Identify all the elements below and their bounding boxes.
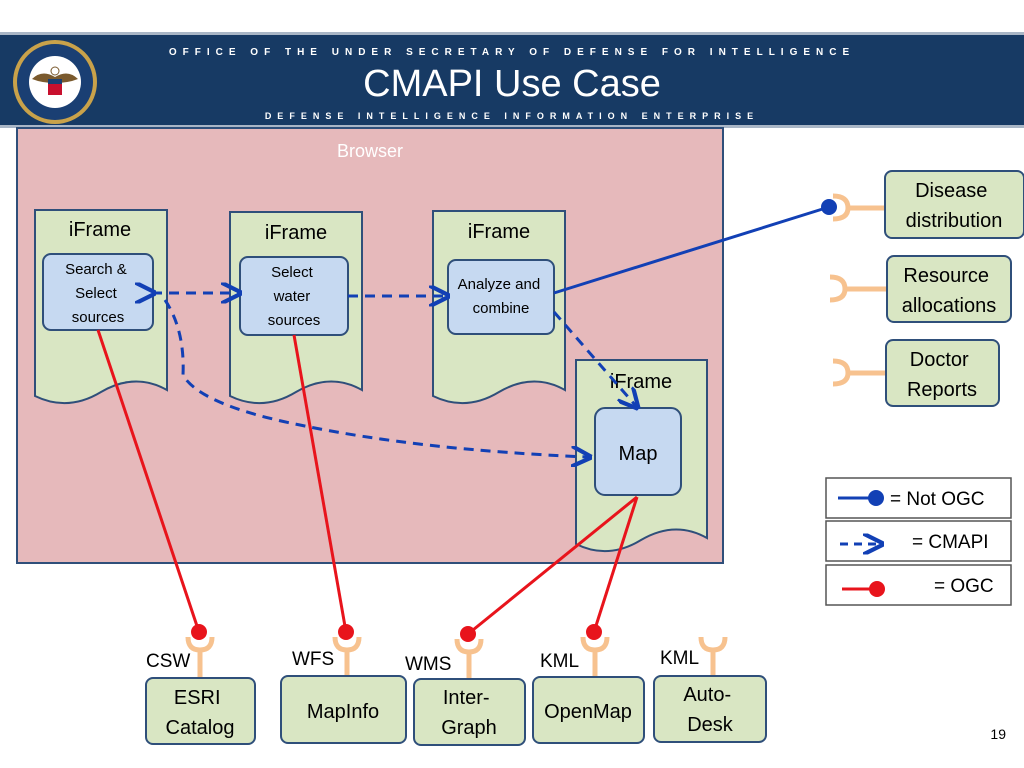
- legend-not-ogc: = Not OGC: [825, 477, 1012, 519]
- widget-text: water: [273, 288, 311, 305]
- widget-select-water[interactable]: Select water sources: [239, 256, 349, 336]
- service-doctor-reports[interactable]: Doctor Reports: [885, 339, 1000, 407]
- service-text: Reports: [907, 379, 977, 401]
- service-text: Catalog: [166, 717, 235, 739]
- socket-icon: [832, 193, 886, 222]
- legend-label: = Not OGC: [890, 489, 985, 510]
- service-intergraph[interactable]: Inter- Graph: [413, 678, 526, 746]
- ogc-link-csw: [96, 329, 201, 633]
- ogc-endpoint-icon: [869, 581, 885, 597]
- legend-cmapi: = CMAPI: [825, 520, 1012, 562]
- socket-icons-bottom: [185, 636, 728, 680]
- service-resource-allocations[interactable]: Resource allocations: [886, 255, 1012, 323]
- service-disease-distribution[interactable]: Disease distribution: [884, 170, 1024, 239]
- widget-text: combine: [473, 300, 530, 317]
- service-text: OpenMap: [544, 701, 632, 723]
- not-ogc-endpoint-icon: [821, 199, 837, 215]
- socket-icon: [454, 638, 484, 680]
- svg-text:Disease distribution: Disease distribution: [906, 180, 1003, 232]
- protocol-label: CSW: [146, 651, 190, 672]
- svg-text:Analyze and combine: Analyze and combine: [458, 276, 545, 317]
- widget-text: Select: [271, 264, 314, 281]
- socket-icon: [580, 636, 610, 677]
- page-number: 19: [990, 726, 1006, 742]
- cmapi-arrows: [152, 293, 636, 457]
- socket-icons-right: [829, 193, 886, 387]
- ogc-link-wfs: [292, 334, 348, 633]
- service-text: allocations: [902, 295, 997, 317]
- widget-text: sources: [72, 309, 125, 326]
- svg-text:Search & Select so: Search & Select sources: [65, 261, 131, 326]
- iframe-label: iFrame: [610, 371, 672, 393]
- service-autodesk[interactable]: Auto- Desk: [653, 675, 767, 743]
- header-subtitle: DEFENSE INTELLIGENCE INFORMATION ENTERPR…: [264, 111, 760, 121]
- service-mapinfo[interactable]: MapInfo: [280, 675, 407, 744]
- service-text: Resource: [903, 265, 989, 287]
- service-text: ESRI: [174, 687, 221, 709]
- service-text: Auto-: [683, 684, 731, 706]
- header-top-line: OFFICE OF THE UNDER SECRETARY OF DEFENSE…: [168, 47, 856, 58]
- iframe-label: iFrame: [69, 219, 131, 241]
- widget-map[interactable]: Map: [594, 407, 682, 496]
- ogc-endpoint-icon: [191, 624, 207, 640]
- widget-analyze-combine[interactable]: Analyze and combine: [447, 259, 555, 335]
- service-text: Doctor: [910, 349, 969, 371]
- widget-text: Search &: [65, 261, 127, 278]
- service-text: MapInfo: [307, 701, 379, 723]
- service-text: Inter-: [443, 687, 490, 709]
- cmapi-arrow-analyze-map: [552, 311, 636, 406]
- protocol-label: WFS: [292, 649, 334, 670]
- legend-label: = CMAPI: [912, 532, 989, 553]
- ogc-link-kml: [592, 496, 639, 633]
- service-text: Desk: [687, 714, 734, 736]
- ogc-links: [96, 329, 639, 636]
- widget-text: Analyze and: [458, 276, 541, 293]
- svg-text:Auto- Desk: Auto- Desk: [683, 684, 736, 736]
- socket-icon: [332, 636, 362, 677]
- slide-header: OFFICE OF THE UNDER SECRETARY OF DEFENSE…: [0, 32, 1024, 128]
- slide-title: CMAPI Use Case: [363, 63, 661, 105]
- dod-seal-icon: [13, 40, 97, 124]
- protocol-label: WMS: [405, 654, 451, 675]
- not-ogc-endpoint-icon: [868, 490, 884, 506]
- widget-text: Map: [619, 443, 658, 465]
- service-text: Graph: [441, 717, 497, 739]
- ogc-link-wms: [467, 495, 638, 636]
- service-text: Disease: [915, 180, 987, 202]
- socket-icon: [829, 274, 886, 303]
- svg-text:Doctor Reports: Doctor Reports: [907, 349, 977, 401]
- widget-search-select[interactable]: Search & Select sources: [42, 253, 154, 331]
- iframe-label: iFrame: [468, 221, 530, 243]
- ogc-endpoint-icon: [338, 624, 354, 640]
- ogc-endpoint-icon: [460, 626, 476, 642]
- cmapi-arrow-search-map: [163, 299, 588, 457]
- widget-text: Select: [75, 285, 118, 302]
- iframe-label: iFrame: [265, 222, 327, 244]
- widget-text: sources: [268, 312, 321, 329]
- svg-text:Select water sourc: Select water sources: [268, 264, 321, 329]
- protocol-label: KML: [660, 648, 699, 669]
- svg-text:ESRI Catalog: ESRI Catalog: [166, 687, 235, 739]
- not-ogc-link: [553, 205, 830, 295]
- service-text: distribution: [906, 210, 1003, 232]
- legend-label: = OGC: [934, 576, 994, 597]
- ogc-endpoint-icon: [586, 624, 602, 640]
- legend-ogc: = OGC: [825, 564, 1012, 606]
- socket-icon: [185, 636, 215, 679]
- svg-text:Inter- Graph: Inter- Graph: [441, 687, 497, 739]
- service-openmap[interactable]: OpenMap: [532, 676, 645, 744]
- socket-icon: [832, 358, 886, 387]
- browser-label: Browser: [337, 141, 403, 161]
- service-esri-catalog[interactable]: ESRI Catalog: [145, 677, 256, 745]
- protocol-label: KML: [540, 651, 579, 672]
- socket-icon: [698, 636, 728, 676]
- svg-text:Resource allocations: Resource allocations: [902, 265, 997, 317]
